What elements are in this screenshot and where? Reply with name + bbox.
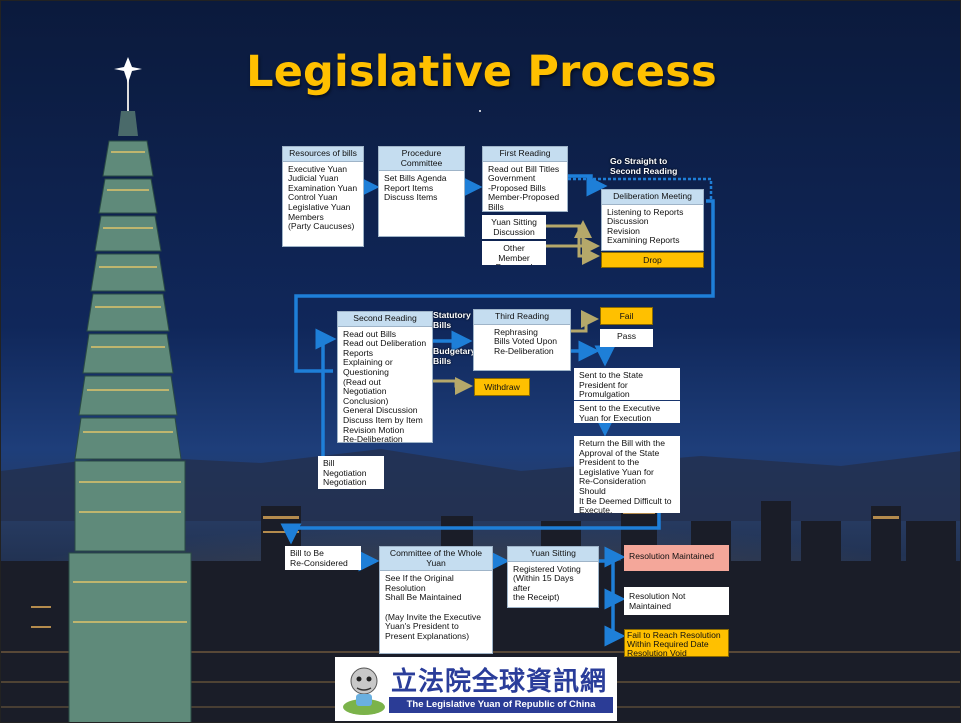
drop-box: Drop	[601, 252, 704, 268]
third-reading-box: Third Reading Rephrasing Bills Voted Upo…	[473, 309, 571, 371]
committee-whole-yuan-header: Committee of the Whole Yuan	[380, 547, 492, 572]
resources-of-bills-body: Executive Yuan Judicial Yuan Examination…	[288, 163, 358, 232]
third-reading-body: Rephrasing Bills Voted Upon Re-Deliberat…	[494, 326, 558, 356]
mascot-icon	[343, 667, 385, 715]
go-straight-label: Go Straight to Second Reading	[610, 156, 678, 176]
yuan-sitting-box: Yuan Sitting Registered Voting (Within 1…	[507, 546, 599, 608]
slide-title: Legislative Process	[246, 47, 717, 97]
deliberation-meeting-box: Deliberation Meeting Listening to Report…	[601, 189, 704, 251]
resources-of-bills-header: Resources of bills	[283, 147, 363, 162]
second-reading-body: Read out Bills Read out Deliberation Rep…	[343, 328, 427, 443]
sent-to-executive-box: Sent to the Executive Yuan for Execution	[574, 401, 680, 423]
fail-box: Fail	[600, 307, 653, 325]
resolution-not-maintained-box: Resolution Not Maintained	[624, 587, 729, 615]
other-member-bills-box: Other Member Proposed Bills	[482, 241, 546, 265]
committee-whole-yuan-body: See If the Original Resolution Shall Be …	[385, 573, 482, 641]
resources-of-bills-box: Resources of bills Executive Yuan Judici…	[282, 146, 364, 247]
tower-illustration	[68, 57, 192, 722]
sent-to-president-box: Sent to the State President for Promulga…	[574, 368, 680, 400]
procedure-committee-body: Set Bills Agenda Report Items Discuss It…	[384, 173, 447, 203]
pass-box: Pass	[600, 329, 653, 347]
logo-chinese-text: 立法院全球資訊網	[391, 667, 608, 697]
first-reading-body: Read out Bill Titles Government -Propose…	[488, 163, 560, 212]
logo-english-text: The Legislative Yuan of Republic of Chin…	[389, 697, 613, 713]
second-reading-header: Second Reading	[338, 312, 432, 327]
third-reading-header: Third Reading	[474, 310, 570, 325]
budgetary-bills-label: Budgetary Bills	[433, 346, 476, 366]
bill-reconsidered-box: Bill to Be Re-Considered	[285, 546, 361, 570]
withdraw-box: Withdraw	[474, 378, 530, 396]
bill-negotiation-box: Bill Negotiation Negotiation Conclusion	[318, 456, 384, 489]
resolution-maintained-box: Resolution Maintained	[624, 545, 729, 571]
deliberation-meeting-header: Deliberation Meeting	[602, 190, 703, 205]
yuan-sitting-header: Yuan Sitting	[508, 547, 598, 562]
statutory-bills-label: Statutory Bills	[433, 310, 471, 330]
fail-resolution-box: Fail to Reach Resolution Within Required…	[624, 629, 729, 658]
first-reading-header: First Reading	[483, 147, 567, 162]
first-reading-box: First Reading Read out Bill Titles Gover…	[482, 146, 568, 212]
procedure-committee-header: Procedure Committee	[379, 147, 464, 172]
yuan-sitting-discussion-box: Yuan Sitting Discussion	[482, 215, 546, 239]
procedure-committee-box: Procedure Committee Set Bills Agenda Rep…	[378, 146, 465, 237]
deliberation-meeting-body: Listening to Reports Discussion Revision…	[607, 206, 684, 246]
return-bill-box: Return the Bill with the Approval of the…	[574, 436, 680, 513]
yuan-sitting-body: Registered Voting (Within 15 Days after …	[513, 563, 581, 603]
legislative-yuan-logo[interactable]: 立法院全球資訊網 The Legislative Yuan of Republi…	[335, 657, 617, 721]
second-reading-box: Second Reading Read out Bills Read out D…	[337, 311, 433, 443]
committee-whole-yuan-box: Committee of the Whole Yuan See If the O…	[379, 546, 493, 654]
